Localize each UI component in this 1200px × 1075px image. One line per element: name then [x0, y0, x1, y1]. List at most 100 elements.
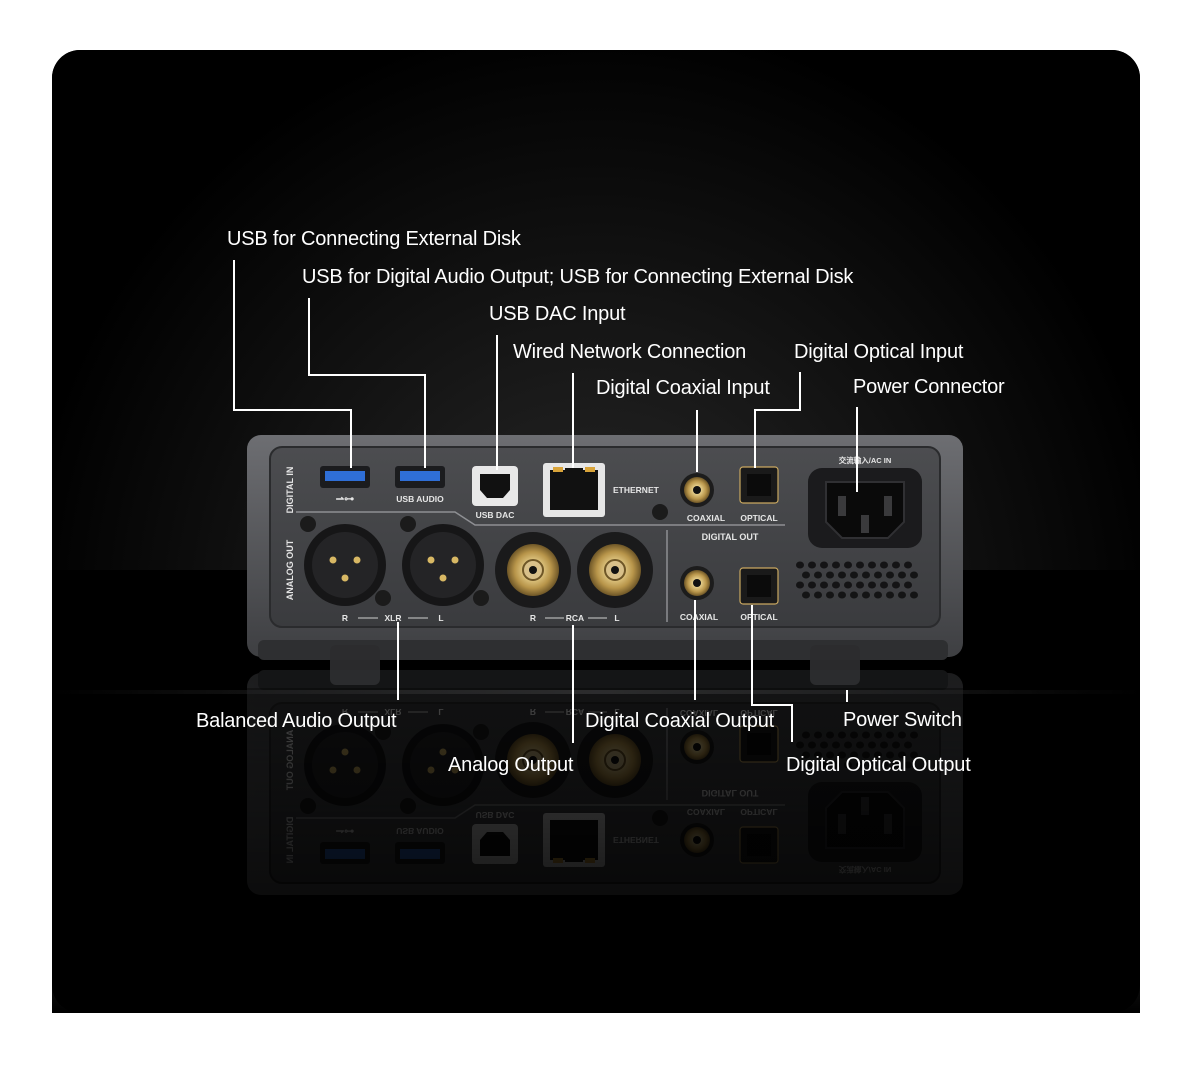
vent-hole [880, 561, 888, 569]
reflection-fade [52, 688, 1140, 1013]
analog-out-label: ANALOG OUT [285, 539, 295, 600]
vent-hole [850, 591, 858, 599]
vent-hole [868, 581, 876, 589]
panel-screw-3 [375, 590, 391, 606]
vent-hole [796, 581, 804, 589]
vent-hole [892, 581, 900, 589]
rca-left-jack-pin [611, 566, 619, 574]
digital-out-label: DIGITAL OUT [702, 532, 759, 542]
vent-hole [856, 581, 864, 589]
panel-screw-4 [400, 516, 416, 532]
usb-dac-label: USB DAC [476, 510, 515, 520]
optical-out-label: OPTICAL [740, 612, 777, 622]
callout-power-connector: Power Connector [853, 376, 1005, 398]
vent-hole [814, 591, 822, 599]
xlr-right-pin-3 [341, 574, 349, 582]
panel-divider [296, 511, 785, 526]
chassis-base [258, 640, 948, 660]
vent-hole [808, 581, 816, 589]
coaxial-out-label: COAXIAL [680, 612, 718, 622]
xlr-l-label: L [438, 613, 443, 623]
optical-in-jack-door [747, 474, 771, 496]
callout-wired-network: Wired Network Connection [513, 341, 747, 363]
vent-hole [796, 561, 804, 569]
leader-lines [233, 260, 858, 743]
ac-in-label: 交流输入/AC IN [839, 455, 892, 465]
device-rear-panel: DIGITAL IN ANALOG OUT ⇀⊶ USB AUDIO USB D… [247, 435, 963, 685]
vent-hole [820, 581, 828, 589]
vent-hole [880, 581, 888, 589]
vent-hole [838, 571, 846, 579]
usb-port-1-tongue [325, 471, 365, 481]
vent-hole [802, 571, 810, 579]
vent-hole [832, 561, 840, 569]
callout-digital-optical-output: Digital Optical Output [786, 754, 971, 776]
callout-usb-external-disk: USB for Connecting External Disk [227, 228, 521, 250]
xlr-left-pin-2 [451, 556, 459, 564]
vent-hole [820, 561, 828, 569]
vent-grille [796, 561, 918, 599]
rca-label: RCA [566, 613, 584, 623]
xlr-label: XLR [385, 613, 402, 623]
vent-hole [850, 571, 858, 579]
digital-in-label: DIGITAL IN [285, 467, 295, 514]
usb-audio-label: USB AUDIO [396, 494, 444, 504]
callout-digital-coaxial-input: Digital Coaxial Input [596, 377, 770, 399]
vent-hole [886, 571, 894, 579]
leader-usb-external-disk [233, 260, 352, 468]
vent-hole [826, 591, 834, 599]
rca-l-label: L [614, 613, 619, 623]
callout-power-switch: Power Switch [843, 709, 962, 731]
xlr-right-pin-2 [353, 556, 361, 564]
vent-hole [832, 581, 840, 589]
coaxial-in-label: COAXIAL [687, 513, 725, 523]
power-pin-ground [861, 515, 869, 533]
panel-screw-1 [652, 504, 668, 520]
power-pin-left [838, 496, 846, 516]
vent-hole [868, 561, 876, 569]
panel-screw-2 [300, 516, 316, 532]
power-pin-right [884, 496, 892, 516]
usb-b-port-socket [480, 474, 510, 498]
xlr-left-pin-3 [439, 574, 447, 582]
vent-hole [898, 571, 906, 579]
vent-hole [904, 561, 912, 569]
leader-optical-output [751, 605, 793, 742]
vent-hole [874, 591, 882, 599]
callout-digital-optical-input: Digital Optical Input [794, 341, 964, 363]
vent-hole [802, 591, 810, 599]
vent-hole [886, 591, 894, 599]
vent-hole [856, 561, 864, 569]
callout-usb-digital-audio: USB for Digital Audio Output; USB for Co… [302, 266, 854, 288]
usb-port-2-tongue [400, 471, 440, 481]
rca-right-jack-pin [529, 566, 537, 574]
vent-hole [844, 581, 852, 589]
rca-r-label: R [530, 613, 536, 623]
vent-hole [826, 571, 834, 579]
ethernet-port-notch [565, 468, 583, 476]
vent-hole [862, 591, 870, 599]
vent-hole [838, 591, 846, 599]
callout-digital-coaxial-output: Digital Coaxial Output [585, 710, 775, 732]
xlr-r-label: R [342, 613, 348, 623]
ethernet-led-right [585, 467, 595, 472]
ethernet-led-left [553, 467, 563, 472]
vent-hole [898, 591, 906, 599]
xlr-left-pin-1 [427, 556, 435, 564]
callout-balanced-audio-output: Balanced Audio Output [196, 710, 397, 732]
vent-hole [910, 571, 918, 579]
ethernet-port-socket [550, 470, 598, 510]
panel-screw-5 [473, 590, 489, 606]
optical-out-jack-door [747, 575, 771, 597]
callout-usb-dac-input: USB DAC Input [489, 303, 626, 325]
vent-hole [892, 561, 900, 569]
usb-icon: ⇀⊶ [336, 494, 354, 505]
vent-hole [910, 591, 918, 599]
vent-hole [844, 561, 852, 569]
vent-hole [874, 571, 882, 579]
xlr-right-pin-1 [329, 556, 337, 564]
vent-hole [904, 581, 912, 589]
vent-hole [862, 571, 870, 579]
